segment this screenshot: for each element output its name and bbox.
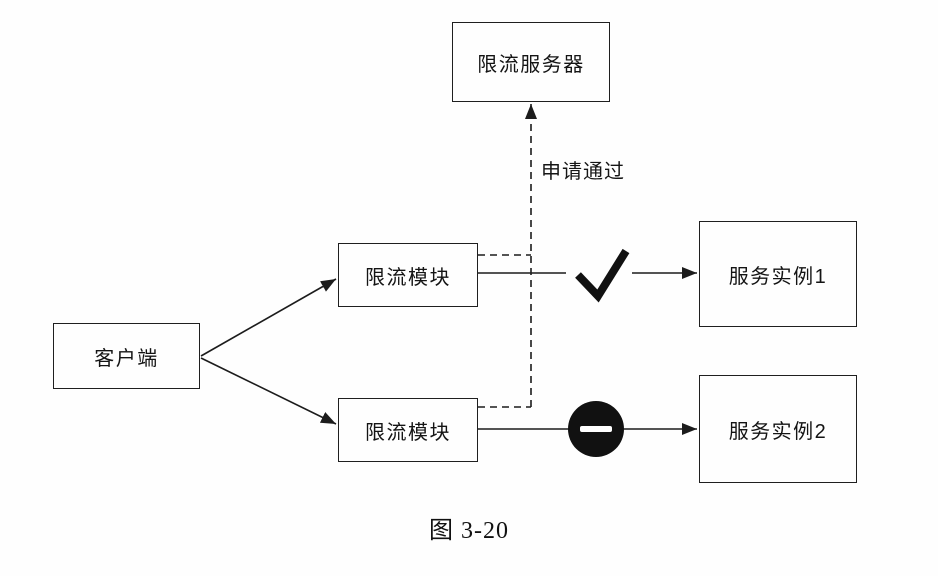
node-service-instance-2-label: 服务实例2	[728, 420, 828, 443]
node-rate-limit-module-top-label: 限流模块	[365, 266, 451, 289]
approval-edge-label: 申请通过	[541, 161, 625, 183]
figure-caption: 图 3-20	[429, 518, 509, 544]
node-rate-limit-module-bottom-label: 限流模块	[365, 421, 451, 444]
node-client: 客户端	[53, 323, 200, 389]
node-rate-limit-server-label: 限流服务器	[477, 53, 585, 76]
client-to-bottom-module-arrow	[200, 357, 337, 425]
check-icon	[575, 248, 630, 303]
node-rate-limit-module-bottom: 限流模块	[338, 398, 478, 462]
node-service-instance-2: 服务实例2	[699, 375, 857, 483]
node-service-instance-1-label: 服务实例1	[728, 265, 828, 288]
node-client-label: 客户端	[94, 347, 159, 370]
minus-circle-icon	[568, 401, 624, 457]
node-rate-limit-module-top: 限流模块	[338, 243, 478, 307]
node-rate-limit-server: 限流服务器	[452, 22, 610, 102]
client-to-top-module-arrow	[200, 278, 337, 357]
node-service-instance-1: 服务实例1	[699, 221, 857, 327]
